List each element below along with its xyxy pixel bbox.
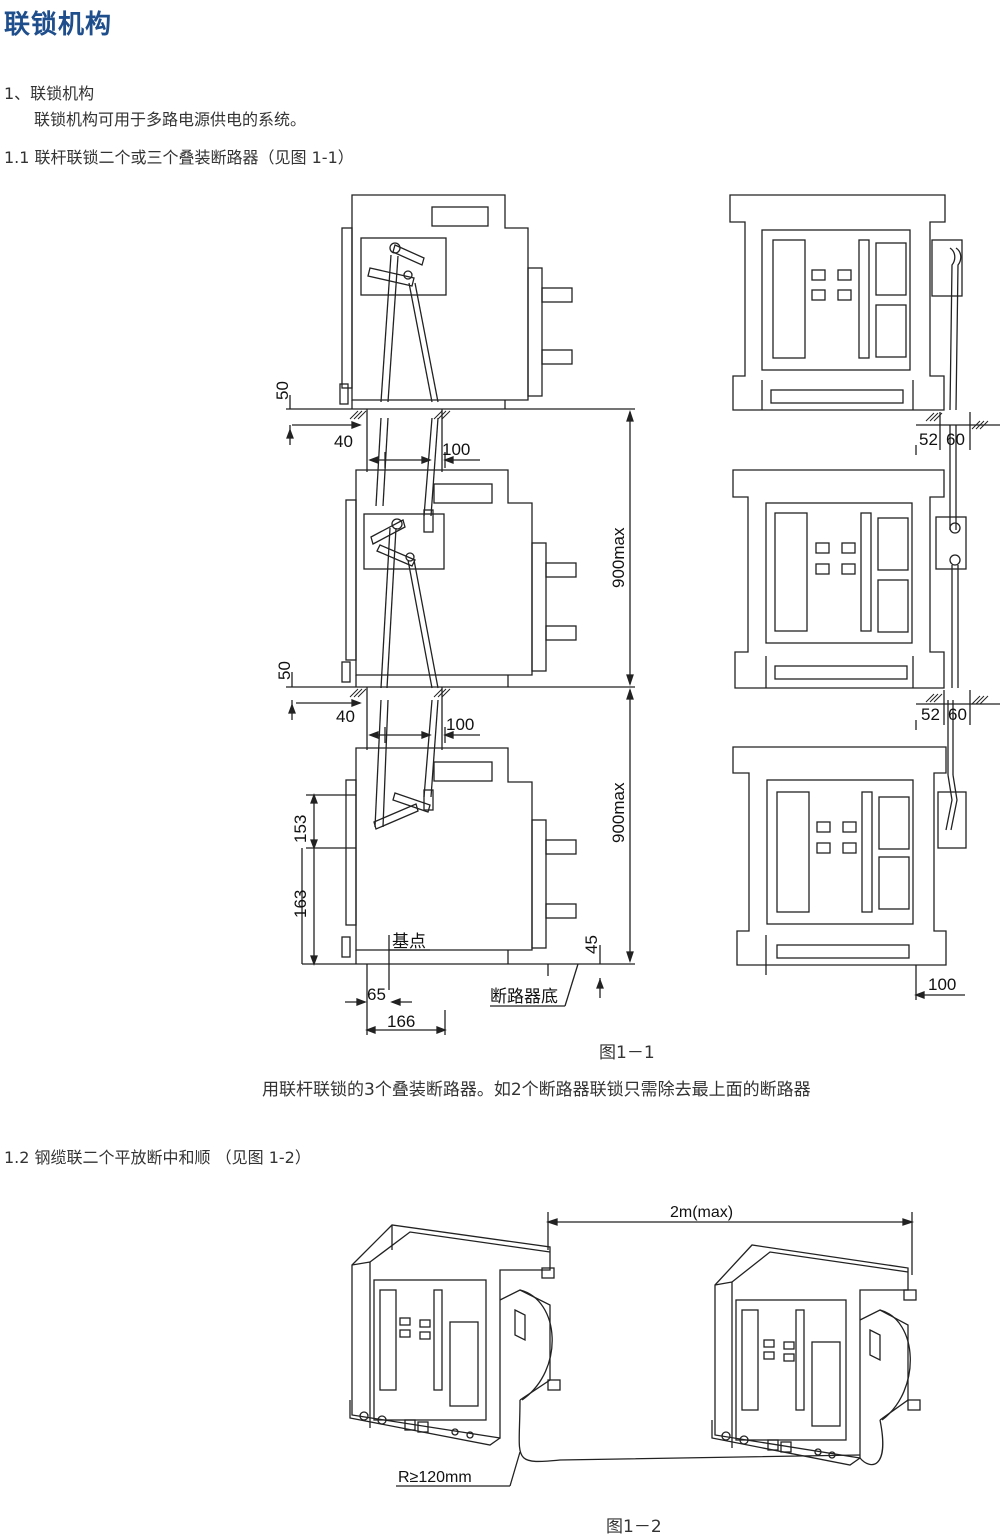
- dim-40-middle: 40: [336, 707, 355, 726]
- figure-1-2-caption: 图1－2: [606, 1517, 662, 1537]
- figure-1-1-caption: 图1－1: [599, 1043, 655, 1063]
- dim-166: 166: [387, 1012, 415, 1031]
- side-view-breaker-top: [339, 194, 573, 409]
- label-bend-radius: R≥120mm: [398, 1469, 472, 1486]
- dim-45: 45: [582, 935, 601, 954]
- dim-163: 163: [291, 890, 310, 918]
- dim-40-top: 40: [334, 432, 353, 451]
- section-1-2-heading: 1.2 钢缆联二个平放断中和顺 （见图 1-2）: [4, 1148, 311, 1167]
- dim-65: 65: [367, 985, 386, 1004]
- figure-1-1-drawing: 50 40 100 900max 50 40 100 900max 153 16…: [273, 194, 1000, 1035]
- page-title: 联锁机构: [4, 10, 113, 40]
- section-1-1-heading: 1.1 联杆联锁二个或三个叠装断路器（见图 1-1）: [4, 148, 354, 167]
- dim-60-bottom: 60: [948, 705, 967, 724]
- dim-50-middle: 50: [275, 661, 294, 680]
- figure-1-1-note: 用联杆联锁的3个叠装断路器。如2个断路器联锁只需除去最上面的断路器: [262, 1080, 811, 1100]
- dim-900max-top: 900max: [609, 527, 628, 588]
- front-view-breaker-top: [729, 194, 946, 411]
- dim-100-top: 100: [442, 440, 470, 459]
- label-base-point: 基点: [392, 932, 426, 951]
- label-breaker-bottom: 断路器底: [490, 987, 558, 1006]
- dim-153: 153: [291, 815, 310, 843]
- ground-hatch-marks: [349, 410, 451, 698]
- figure-1-2-drawing: 2m(max) R≥120mm: [349, 1204, 921, 1487]
- section-1-description: 联锁机构可用于多路电源供电的系统。: [34, 110, 307, 129]
- side-view-breaker-bottom: [341, 747, 577, 964]
- right-interlock-rods: [931, 239, 967, 849]
- breaker-right-isometric: [711, 1244, 921, 1466]
- front-view-breaker-bottom: [732, 746, 947, 975]
- dim-60-top: 60: [946, 430, 965, 449]
- dim-2m-max: 2m(max): [670, 1204, 733, 1221]
- dim-100-middle: 100: [446, 715, 474, 734]
- dim-50-top: 50: [273, 381, 292, 400]
- dim-900max-bottom: 900max: [609, 782, 628, 843]
- breaker-left-isometric: [349, 1224, 861, 1463]
- front-view-breaker-middle: [732, 469, 945, 689]
- dim-100-right: 100: [928, 975, 956, 994]
- dim-52-bottom: 52: [921, 705, 940, 724]
- interlock-rods: [367, 242, 439, 830]
- side-view-breaker-middle: [341, 469, 577, 687]
- section-1-heading: 1、联锁机构: [4, 84, 95, 103]
- dim-52-top: 52: [919, 430, 938, 449]
